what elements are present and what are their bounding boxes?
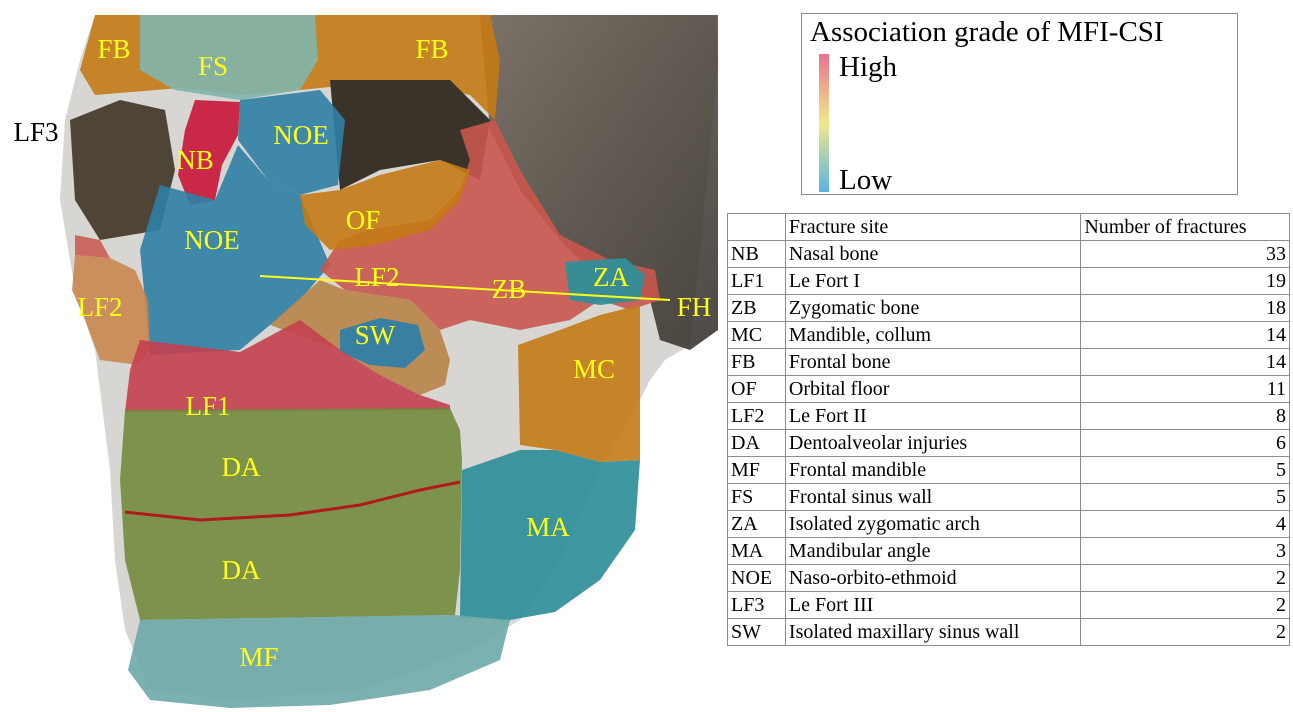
- cell-site: Isolated zygomatic arch: [785, 511, 1080, 538]
- cell-site: Le Fort I: [785, 268, 1080, 295]
- label-da-lower: DA: [222, 555, 261, 585]
- label-zb: ZB: [492, 274, 527, 304]
- cell-count: 14: [1081, 322, 1290, 349]
- label-lf1: LF1: [185, 391, 230, 421]
- legend-title: Association grade of MFI-CSI: [810, 15, 1164, 49]
- cell-count: 2: [1081, 592, 1290, 619]
- cell-code: MC: [728, 322, 786, 349]
- cell-count: 2: [1081, 619, 1290, 646]
- cell-site: Frontal sinus wall: [785, 484, 1080, 511]
- cell-site: Nasal bone: [785, 241, 1080, 268]
- table-row: ZBZygomatic bone18: [728, 295, 1290, 322]
- cell-count: 11: [1081, 376, 1290, 403]
- cell-site: Le Fort II: [785, 403, 1080, 430]
- cell-count: 5: [1081, 457, 1290, 484]
- label-noe-lower: NOE: [184, 225, 240, 255]
- header-count: Number of fractures: [1081, 214, 1290, 241]
- label-mf: MF: [239, 642, 278, 672]
- cell-site: Mandible, collum: [785, 322, 1080, 349]
- label-fb-right: FB: [415, 34, 448, 64]
- cell-site: Frontal bone: [785, 349, 1080, 376]
- cell-site: Zygomatic bone: [785, 295, 1080, 322]
- cell-site: Orbital floor: [785, 376, 1080, 403]
- cell-code: LF1: [728, 268, 786, 295]
- header-code: [728, 214, 786, 241]
- legend: Association grade of MFI-CSI High Low: [801, 13, 1238, 195]
- label-da-upper: DA: [222, 452, 261, 482]
- table-header-row: Fracture site Number of fractures: [728, 214, 1290, 241]
- label-za: ZA: [593, 262, 629, 292]
- label-of: OF: [346, 205, 381, 235]
- label-lf2-left: LF2: [77, 292, 122, 322]
- cell-code: FS: [728, 484, 786, 511]
- cell-code: MF: [728, 457, 786, 484]
- cell-code: LF3: [728, 592, 786, 619]
- cell-code: ZB: [728, 295, 786, 322]
- legend-gradient-bar: [819, 54, 829, 192]
- label-sw: SW: [355, 320, 396, 350]
- cell-site: Mandibular angle: [785, 538, 1080, 565]
- label-noe-upper: NOE: [273, 120, 329, 150]
- label-nb: NB: [176, 145, 214, 175]
- label-fb-left: FB: [97, 34, 130, 64]
- label-fs: FS: [198, 51, 228, 81]
- cell-code: NOE: [728, 565, 786, 592]
- cell-code: SW: [728, 619, 786, 646]
- label-ma: MA: [526, 512, 570, 542]
- cell-site: Naso-orbito-ethmoid: [785, 565, 1080, 592]
- cell-code: DA: [728, 430, 786, 457]
- cell-code: NB: [728, 241, 786, 268]
- table-row: LF2Le Fort II8: [728, 403, 1290, 430]
- cell-count: 19: [1081, 268, 1290, 295]
- cell-code: MA: [728, 538, 786, 565]
- label-fh: FH: [677, 292, 712, 322]
- cell-code: OF: [728, 376, 786, 403]
- cell-site: Dentoalveolar injuries: [785, 430, 1080, 457]
- cell-count: 14: [1081, 349, 1290, 376]
- cell-site: Isolated maxillary sinus wall: [785, 619, 1080, 646]
- label-lf3: LF3: [13, 117, 58, 147]
- cell-count: 8: [1081, 403, 1290, 430]
- cell-site: Le Fort III: [785, 592, 1080, 619]
- label-lf2-center: LF2: [354, 262, 399, 292]
- cell-count: 33: [1081, 241, 1290, 268]
- cell-count: 5: [1081, 484, 1290, 511]
- label-mc: MC: [573, 354, 615, 384]
- skull-diagram: FB FS FB NOE NB OF NOE LF2 ZB ZA LF2 SW …: [0, 0, 725, 712]
- cell-count: 18: [1081, 295, 1290, 322]
- cell-count: 2: [1081, 565, 1290, 592]
- header-site: Fracture site: [785, 214, 1080, 241]
- legend-high-label: High: [839, 50, 897, 84]
- legend-low-label: Low: [839, 163, 892, 197]
- cell-count: 3: [1081, 538, 1290, 565]
- cell-site: Frontal mandible: [785, 457, 1080, 484]
- cell-code: FB: [728, 349, 786, 376]
- cell-count: 6: [1081, 430, 1290, 457]
- region-mf: [128, 615, 510, 708]
- cell-count: 4: [1081, 511, 1290, 538]
- cell-code: ZA: [728, 511, 786, 538]
- cell-code: LF2: [728, 403, 786, 430]
